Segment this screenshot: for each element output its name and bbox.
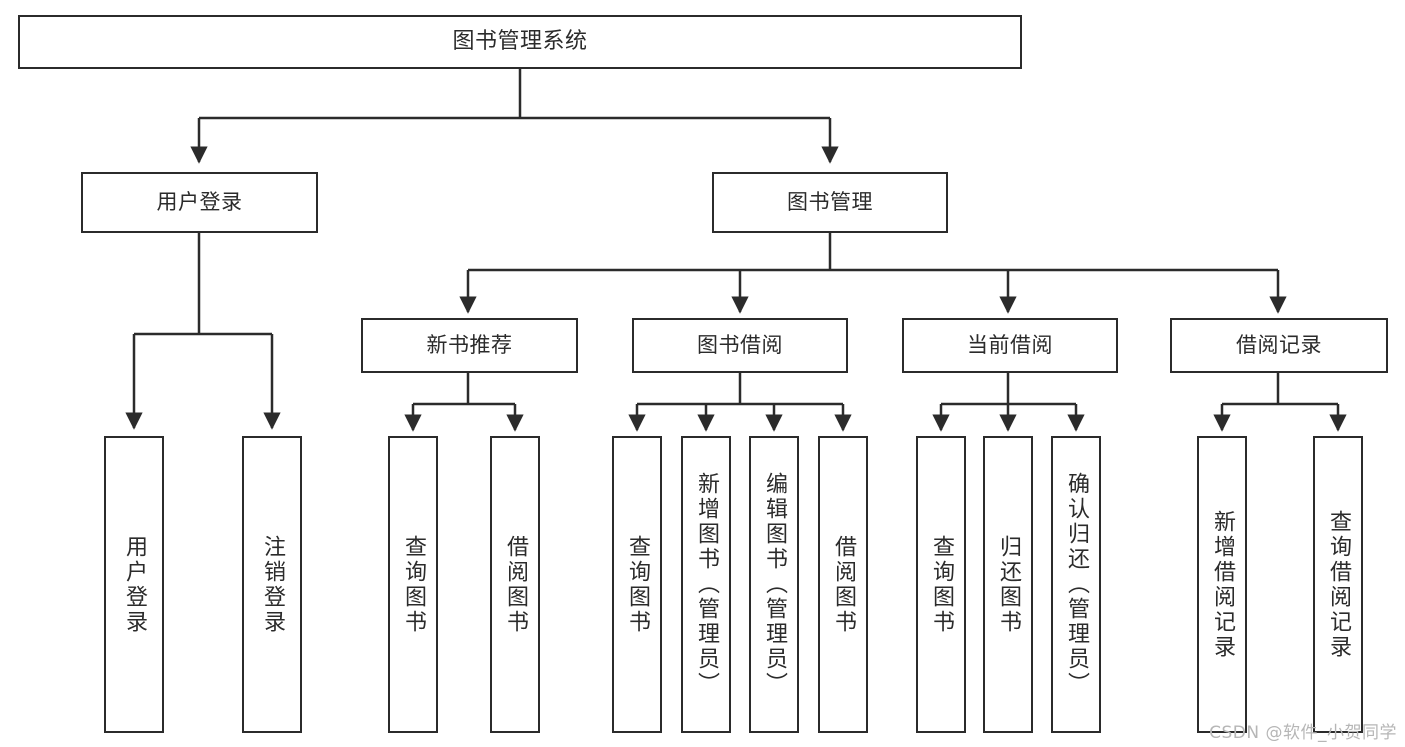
leaf-borrow-borrow-book[interactable]: 借阅图书 xyxy=(818,436,868,733)
node-label: 图书管理系统 xyxy=(452,28,588,54)
node-new-book-recommend[interactable]: 新书推荐 xyxy=(361,318,578,373)
node-label: 用户登录 xyxy=(122,534,147,635)
leaf-user-login-logout[interactable]: 注销登录 xyxy=(242,436,302,733)
node-label: 图书管理 xyxy=(787,189,873,214)
leaf-user-login-login[interactable]: 用户登录 xyxy=(104,436,164,733)
node-label: 图书借阅 xyxy=(697,332,783,357)
node-label: 编辑图书（管理员） xyxy=(762,472,787,697)
node-label: 新增借阅记录 xyxy=(1210,509,1235,660)
node-label: 查询借阅记录 xyxy=(1326,509,1351,660)
node-label: 借阅图书 xyxy=(831,534,856,635)
node-user-login[interactable]: 用户登录 xyxy=(81,172,318,233)
node-label: 注销登录 xyxy=(260,534,285,635)
node-label: 归还图书 xyxy=(996,534,1021,635)
watermark: CSDN @软件_小贺同学 xyxy=(1209,723,1397,743)
leaf-borrow-edit-book-admin[interactable]: 编辑图书（管理员） xyxy=(749,436,799,733)
node-label: 用户登录 xyxy=(156,189,243,214)
leaf-current-query-book[interactable]: 查询图书 xyxy=(916,436,966,733)
node-current-borrow[interactable]: 当前借阅 xyxy=(902,318,1118,373)
node-book-borrow[interactable]: 图书借阅 xyxy=(632,318,848,373)
node-label: 查询图书 xyxy=(625,534,650,635)
node-borrow-record[interactable]: 借阅记录 xyxy=(1170,318,1388,373)
node-label: 新增图书（管理员） xyxy=(694,472,719,697)
node-root-system[interactable]: 图书管理系统 xyxy=(18,15,1022,69)
leaf-record-query-record[interactable]: 查询借阅记录 xyxy=(1313,436,1363,733)
node-label: 查询图书 xyxy=(401,534,426,635)
leaf-recommend-query-book[interactable]: 查询图书 xyxy=(388,436,438,733)
leaf-borrow-add-book-admin[interactable]: 新增图书（管理员） xyxy=(681,436,731,733)
leaf-current-return-book[interactable]: 归还图书 xyxy=(983,436,1033,733)
node-label: 新书推荐 xyxy=(426,332,513,357)
node-book-management[interactable]: 图书管理 xyxy=(712,172,948,233)
node-label: 确认归还（管理员） xyxy=(1064,472,1089,697)
node-label: 当前借阅 xyxy=(967,332,1053,357)
leaf-recommend-borrow-book[interactable]: 借阅图书 xyxy=(490,436,540,733)
node-label: 查询图书 xyxy=(929,534,954,635)
node-label: 借阅记录 xyxy=(1236,332,1322,357)
leaf-borrow-query-book[interactable]: 查询图书 xyxy=(612,436,662,733)
leaf-current-confirm-return-admin[interactable]: 确认归还（管理员） xyxy=(1051,436,1101,733)
node-label: 借阅图书 xyxy=(503,534,528,635)
leaf-record-add-record[interactable]: 新增借阅记录 xyxy=(1197,436,1247,733)
